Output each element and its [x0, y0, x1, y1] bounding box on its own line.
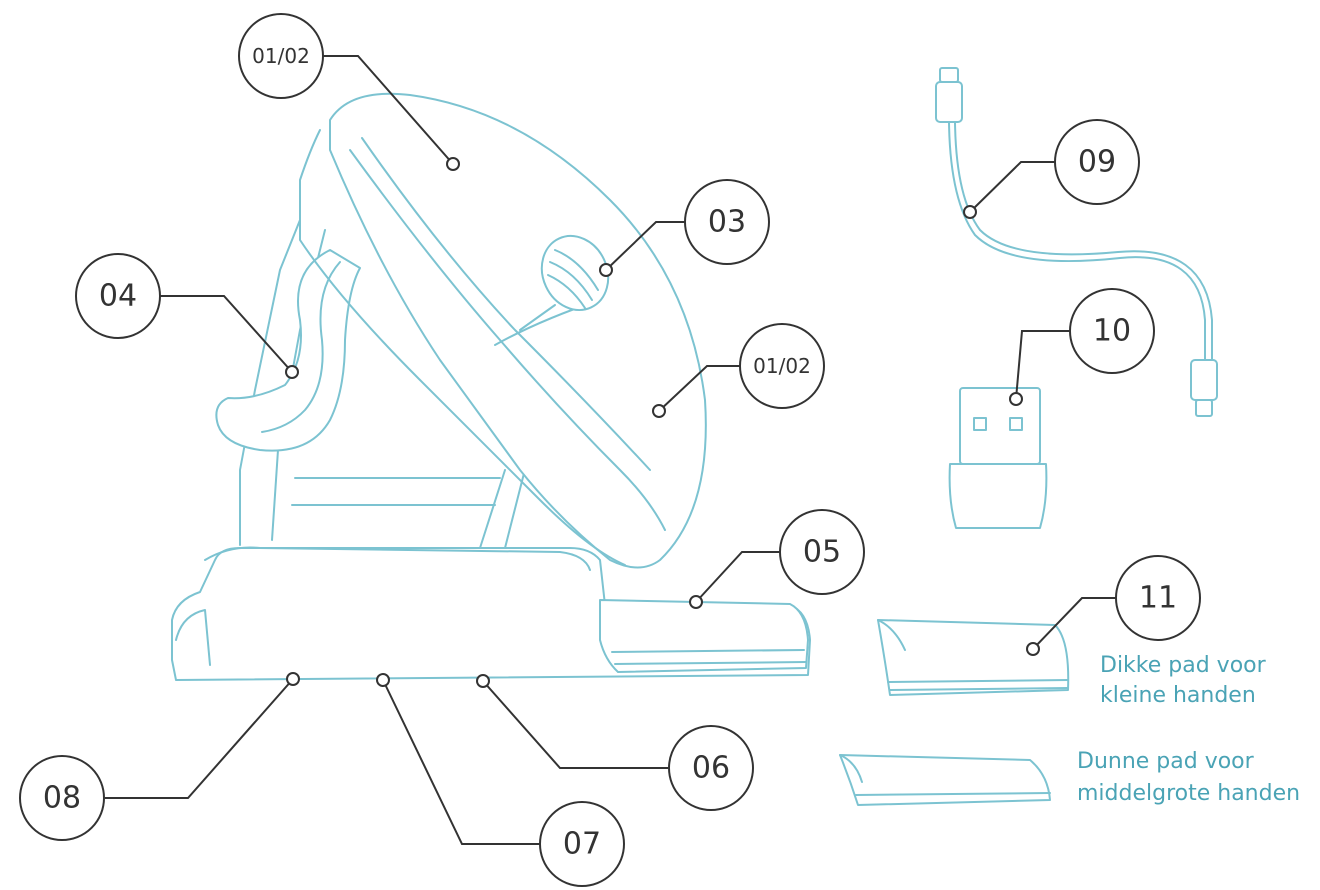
anchor-dot-01-right: [652, 404, 666, 418]
cable-wire-2: [954, 121, 1213, 361]
mouse-shell-groove-2: [361, 137, 651, 471]
receiver-plug: [959, 387, 1041, 465]
receiver-body: [948, 463, 1048, 529]
callout-11: 11: [1115, 555, 1201, 641]
vertical-mouse-illustration: [171, 92, 811, 681]
anchor-dot-01-top: [446, 157, 460, 171]
cable-connector-top: [935, 81, 963, 123]
callout-08: 08: [19, 755, 105, 841]
callout-10: 10: [1069, 288, 1155, 374]
thick-pad: [877, 619, 1070, 696]
thick-pad-line: [887, 679, 1069, 683]
callout-06: 06: [668, 725, 754, 811]
callout-label: 11: [1139, 581, 1177, 616]
thick-pad-line-2: [889, 687, 1069, 691]
leader-11: [1032, 597, 1116, 650]
mouse-shell-groove: [349, 149, 666, 531]
usb-receiver-illustration: [948, 387, 1048, 529]
thumb-rest: [215, 249, 361, 452]
anchor-dots: [285, 157, 1040, 688]
anchor-dot-06: [476, 674, 490, 688]
thick-pad-caption-line2: kleine handen: [1100, 683, 1256, 708]
callout-01-right: 01/02: [739, 323, 825, 409]
leader-01-right: [658, 365, 740, 412]
callout-03: 03: [684, 179, 770, 265]
wrist-pad-line-2: [614, 661, 807, 665]
usb-cable-illustration: [935, 67, 1218, 417]
scroll-wheel: [540, 235, 610, 311]
stand-left-leg: [239, 219, 301, 546]
thick-pad-illustration: [877, 619, 1070, 696]
leader-lines: [105, 55, 1116, 845]
leader-07: [382, 679, 540, 845]
thin-pad: [839, 754, 1051, 806]
anchor-dot-05: [689, 595, 703, 609]
anchor-dot-10: [1009, 392, 1023, 406]
callout-01-top: 01/02: [238, 13, 324, 99]
cable-tip-top: [939, 67, 959, 83]
callout-label: 04: [99, 279, 137, 314]
thin-pad-caption-line2: middelgrote handen: [1077, 781, 1300, 806]
leader-06: [482, 680, 668, 769]
callout-label: 10: [1093, 314, 1131, 349]
thick-pad-caption-line1: Dikke pad voor: [1100, 653, 1267, 678]
wrist-pad-line: [611, 649, 805, 653]
leader-03: [605, 221, 686, 271]
thin-pad-caption-line1: Dunne pad voor: [1077, 749, 1255, 774]
receiver-hole-right: [1009, 417, 1023, 431]
thin-pad-line: [855, 792, 1051, 796]
callout-04: 04: [75, 253, 161, 339]
anchor-dot-08: [286, 672, 300, 686]
anchor-dot-07: [376, 673, 390, 687]
mouse-shell: [329, 92, 707, 569]
cable-wire: [948, 121, 1206, 361]
callout-label: 09: [1078, 145, 1116, 180]
callout-label: 01/02: [753, 354, 811, 378]
thumb-rest-inner: [261, 261, 341, 433]
callout-label: 05: [803, 535, 841, 570]
mouse-shell-edge: [299, 129, 626, 566]
anchor-dot-09: [963, 205, 977, 219]
thin-pad-notch: [839, 754, 863, 783]
leader-01-top: [322, 55, 454, 165]
leader-04: [160, 295, 293, 373]
thin-pad-illustration: [839, 754, 1051, 806]
stand-middle-leg: [479, 469, 506, 549]
scroll-wheel-rib: [554, 249, 599, 291]
leader-09: [969, 161, 1055, 213]
leader-10: [1015, 330, 1070, 400]
callout-label: 07: [563, 827, 601, 862]
callout-label: 06: [692, 751, 730, 786]
callout-label: 01/02: [252, 44, 310, 68]
callout-09: 09: [1054, 119, 1140, 205]
scroll-wheel-stem: [519, 304, 556, 331]
leader-05: [695, 551, 780, 603]
anchor-dot-03: [599, 263, 613, 277]
thick-pad-notch: [877, 619, 906, 651]
cable-connector-bottom: [1190, 359, 1218, 401]
anchor-dot-11: [1026, 642, 1040, 656]
callout-label: 03: [708, 205, 746, 240]
cable-tip-bottom: [1195, 399, 1213, 417]
scroll-wheel-rib-3: [547, 274, 586, 309]
mouse-base-ledge: [204, 546, 591, 571]
mouse-wrist-pad: [599, 599, 809, 673]
receiver-hole-left: [973, 417, 987, 431]
callout-05: 05: [779, 509, 865, 595]
callout-07: 07: [539, 801, 625, 887]
callout-label: 08: [43, 781, 81, 816]
scroll-wheel-rib-2: [549, 261, 593, 301]
anchor-dot-04: [285, 365, 299, 379]
mouse-base-front: [175, 609, 211, 666]
leader-08: [105, 678, 294, 799]
